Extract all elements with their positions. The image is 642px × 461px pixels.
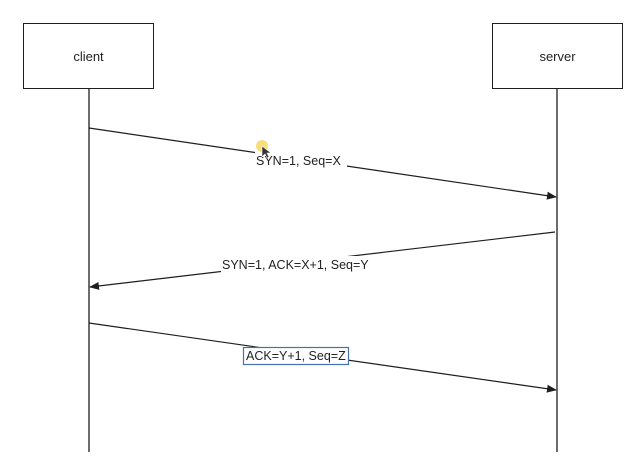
server-participant-label: server xyxy=(539,48,576,64)
client-participant-label: client xyxy=(73,48,104,64)
message-label-bg-1 xyxy=(255,152,347,169)
message-label-2[interactable]: SYN=1, ACK=X+1, Seq=Y xyxy=(222,258,369,272)
selected-label-outline[interactable] xyxy=(242,346,350,366)
client-participant-box[interactable]: client xyxy=(23,23,154,89)
server-participant-box[interactable]: server xyxy=(492,23,623,89)
message-label-1[interactable]: SYN=1, Seq=X xyxy=(256,154,341,168)
message-label-bg-2 xyxy=(221,256,381,273)
message-label-bg-3 xyxy=(244,347,348,364)
message-label-3[interactable]: ACK=Y+1, Seq=Z xyxy=(246,349,346,363)
mouse-pointer-icon xyxy=(261,145,272,159)
